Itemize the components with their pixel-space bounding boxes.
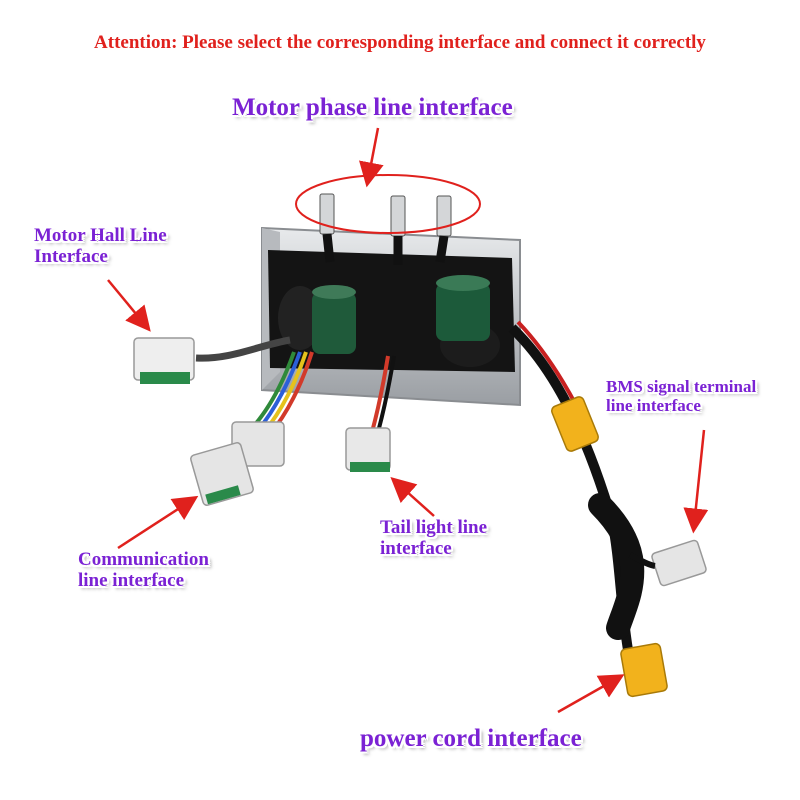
label-bms-line-2: line interface (606, 395, 701, 415)
attention-notice: Attention: Please select the correspondi… (94, 32, 706, 53)
label-tail-light: Tail light line interface (380, 517, 487, 560)
label-communication-line-2: line interface (78, 569, 185, 591)
communication-connector (190, 351, 314, 506)
label-bms-line-1: BMS signal terminal (606, 377, 757, 396)
label-tail-light-line-2: interface (380, 537, 452, 559)
motor-phase-terminals (319, 193, 452, 265)
arrow-motor-phase (359, 127, 384, 188)
capacitor-right (436, 275, 490, 341)
capacitor-left (312, 285, 356, 354)
label-tail-light-line-1: Tail light line (380, 517, 487, 538)
label-motor-phase: Motor phase line interface (232, 94, 513, 121)
arrow-bms (683, 429, 709, 534)
label-bms: BMS signal terminal line interface (606, 377, 757, 415)
label-communication-line-1: Communication (78, 549, 209, 570)
label-motor-hall-line-1: Motor Hall Line (34, 225, 167, 246)
label-motor-hall: Motor Hall Line Interface (34, 225, 167, 268)
arrow-power (557, 674, 625, 714)
arrow-motor-hall (107, 279, 151, 332)
arrow-communication (117, 495, 199, 550)
label-power: power cord interface (360, 725, 582, 752)
hall-connector (133, 336, 291, 384)
label-communication: Communication line interface (78, 549, 209, 592)
power-harness (508, 320, 707, 698)
pointer-arrows (107, 127, 709, 714)
arrow-tail-light (390, 476, 435, 517)
label-motor-hall-line-2: Interface (34, 245, 108, 267)
tail-light-connector (345, 355, 396, 472)
phase-highlight-circle (295, 174, 481, 234)
